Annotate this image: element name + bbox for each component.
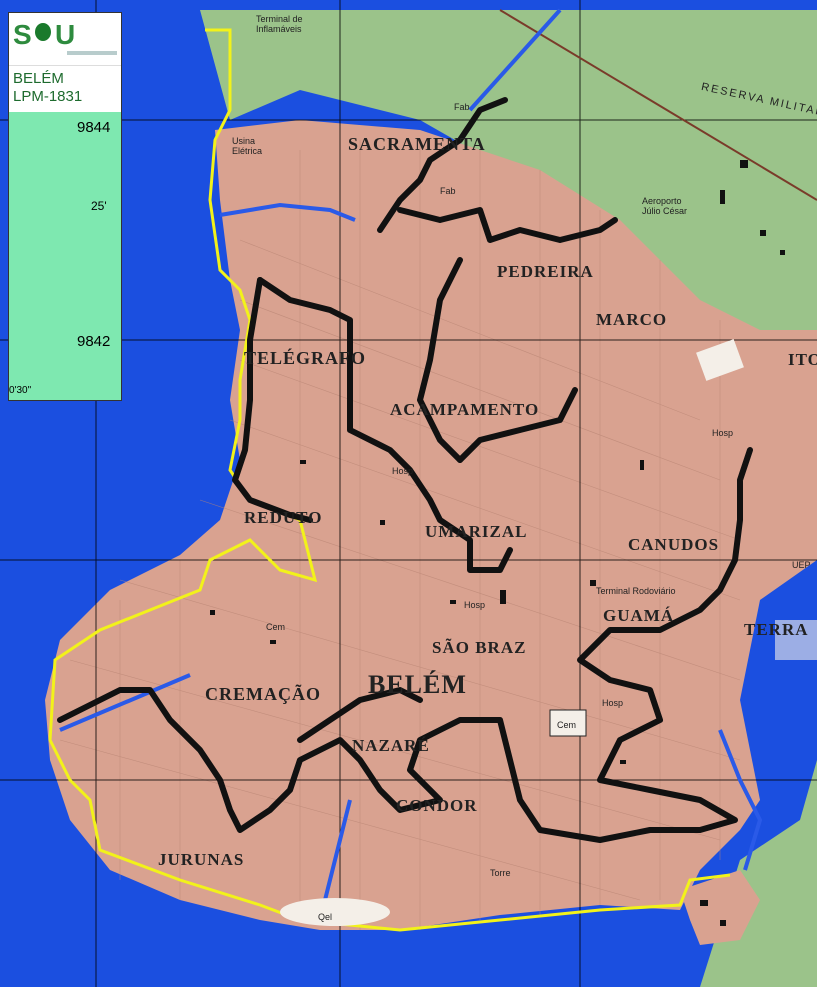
map-title-city: BELÉM	[13, 70, 64, 87]
label-cremacao: CREMAÇÃO	[205, 684, 321, 704]
label-usina: Usina Elétrica	[232, 136, 263, 156]
terra-area	[775, 620, 817, 660]
cemetery-area	[549, 709, 587, 737]
label-canudos: CANUDOS	[628, 535, 720, 554]
label-terminal: Terminal de Inflamáveis	[256, 14, 303, 34]
label-condor: CONDOR	[396, 796, 478, 815]
label-ito: ITO	[788, 350, 817, 369]
logo-letter-s: S	[13, 19, 32, 50]
label-hosp-1: Hosp	[392, 466, 414, 476]
label-cem-2: Cem	[266, 622, 286, 632]
label-jurunas: JURUNAS	[158, 850, 245, 869]
canal-cremacao	[59, 673, 191, 732]
label-terra: TERRA	[744, 620, 809, 639]
spu-logo: S U	[9, 13, 121, 65]
port-area	[280, 898, 390, 926]
coord-0-30: 0'30"	[9, 385, 32, 396]
label-sacramenta: SACRAMENTA	[348, 134, 486, 154]
label-qel: Qel	[318, 912, 333, 922]
label-marco: MARCO	[596, 310, 668, 329]
logo-globe-icon	[35, 23, 51, 41]
coord-9844: 9844	[77, 119, 111, 136]
label-telegrafo: TELÉGRAFO	[244, 348, 367, 368]
label-pedreira: PEDREIRA	[497, 262, 594, 281]
forest-area	[200, 10, 817, 987]
map-title-code: LPM-1831	[13, 88, 83, 105]
label-reduto: REDUTO	[244, 508, 323, 527]
map-title-box: BELÉM LPM-1831	[9, 65, 121, 112]
canal-usina	[219, 202, 356, 222]
label-nazare: NAZARÉ	[352, 736, 430, 755]
label-hosp-3: Hosp	[602, 698, 624, 708]
label-rodoviario: Terminal Rodoviário	[596, 586, 676, 596]
airport-building	[696, 339, 744, 381]
label-umarizal: UMARIZAL	[425, 522, 528, 541]
label-cem-1: Cem	[557, 720, 577, 730]
label-torre: Torre	[490, 868, 511, 878]
urban-area	[45, 120, 817, 930]
label-fab-1: Fab	[454, 102, 470, 112]
label-aeroporto: Aeroporto Júlio César	[642, 196, 688, 216]
label-fab-2: Fab	[440, 186, 456, 196]
canal-north	[468, 8, 562, 112]
logo-letter-u: U	[55, 19, 76, 50]
railway-line	[499, 9, 817, 201]
district-boundaries	[57, 97, 753, 843]
legend-box: S U BELÉM LPM-1831 9844 25' 9842 0'30"	[8, 12, 122, 401]
south-peninsula	[680, 870, 760, 945]
coord-9842: 9842	[77, 333, 111, 350]
label-uep: UEP	[792, 560, 811, 570]
coord-25: 25'	[91, 199, 107, 213]
logo-subtitle	[67, 51, 117, 55]
label-sao-braz: SÃO BRAZ	[432, 638, 527, 657]
label-guama: GUAMÁ	[603, 606, 675, 625]
label-acampamento: ACAMPAMENTO	[390, 400, 540, 419]
label-hosp-2: Hosp	[464, 600, 486, 610]
label-hosp-4: Hosp	[712, 428, 734, 438]
igarape-tucunduba	[718, 729, 763, 871]
label-belem: BELÉM	[368, 670, 467, 699]
